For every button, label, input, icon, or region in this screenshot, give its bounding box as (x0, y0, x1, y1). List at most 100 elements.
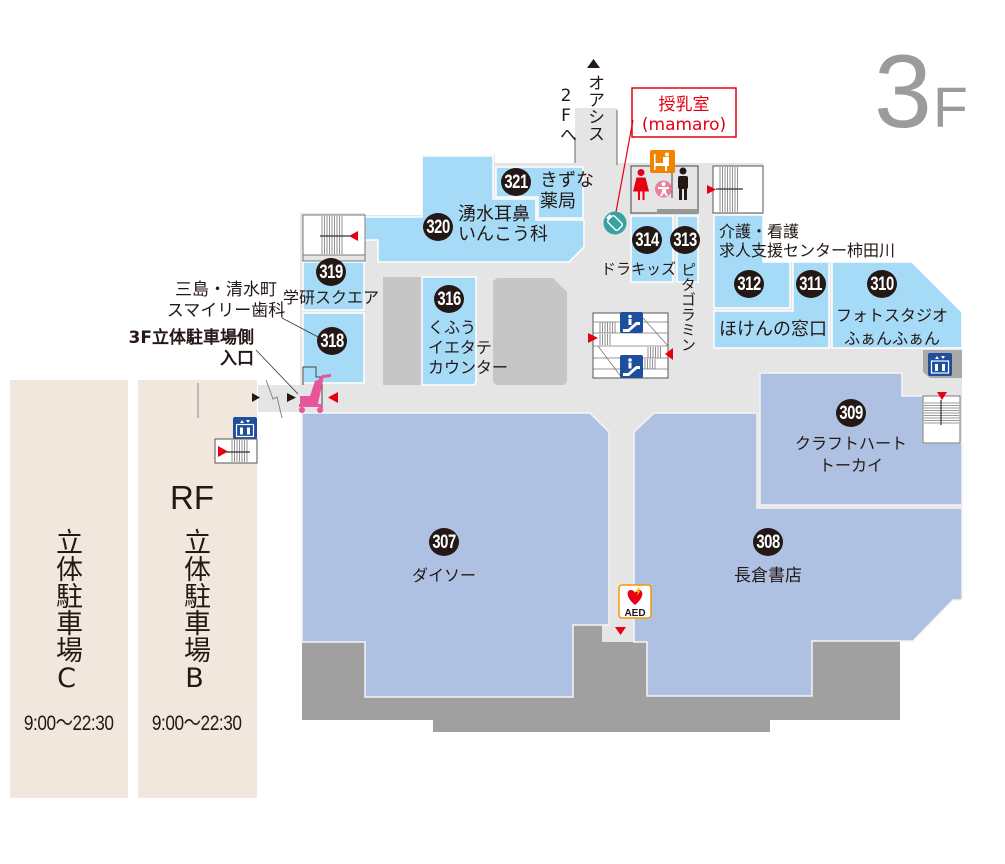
shop-name-320: 湧水耳鼻 いんこう科 (458, 205, 548, 245)
womens-restroom-icon (633, 169, 649, 200)
shop-name-line: スマイリー歯科 (166, 301, 286, 321)
triangle-arrow-icon (615, 627, 626, 635)
shop-area-308[interactable] (633, 412, 963, 697)
parking-c-hours: 9:00〜22:30 (10, 712, 128, 736)
shop-name-line: 三島・清水町 (175, 280, 277, 300)
shop-badge-313[interactable]: 313 (670, 226, 700, 254)
baby-restroom-icon (655, 180, 672, 198)
shop-badge-311[interactable]: 311 (796, 270, 826, 298)
shop-name-line: きずな (540, 170, 594, 191)
shop-badge-310[interactable]: 310 (867, 270, 897, 298)
shop-name-312: 介護・看護 求人支援センター柿田川 (719, 222, 895, 260)
oasis-link[interactable]: オアシス (584, 74, 604, 142)
shop-name-line: 介護・看護 (719, 222, 800, 241)
shop-badge-318[interactable]: 318 (317, 327, 347, 355)
shop-number: 312 (737, 273, 761, 295)
mamaro-icon[interactable] (603, 211, 627, 235)
shop-name-line: くふう (428, 318, 477, 337)
nursing-room-callout (631, 87, 737, 138)
entrance-label: 3F立体駐車場側 入口 (100, 328, 254, 370)
stairs-icon (922, 395, 961, 444)
shop-318-leader-line (281, 317, 321, 339)
shop-name-line: トーカイ (818, 456, 883, 475)
shop-name-line: 薬局 (540, 191, 576, 212)
shop-name-314: ドラキッズ (601, 260, 676, 279)
shop-badge-307[interactable]: 307 (429, 528, 459, 556)
shop-number: 318 (320, 330, 344, 352)
shop-name-line: 求人支援センター柿田川 (719, 241, 896, 260)
shop-name-line: ダイソー (411, 566, 476, 585)
shop-badge-321[interactable]: 321 (501, 168, 531, 196)
parking-b-hours: 9:00〜22:30 (138, 712, 256, 736)
shop-name-307: ダイソー (394, 566, 494, 586)
parking-b-name: 立体駐車場B (179, 528, 210, 694)
aed-icon[interactable]: AED (618, 584, 652, 619)
shop-badge-309[interactable]: 309 (836, 399, 866, 427)
shop-badge-316[interactable]: 316 (434, 285, 464, 313)
triangle-arrow-icon (349, 231, 358, 241)
shop-name-line: 学研スクエア (283, 288, 380, 307)
shop-number: 309 (839, 402, 863, 424)
parking-b-hours-text: 9:00〜22:30 (152, 712, 242, 735)
shop-name-313: ピタゴラミン (679, 262, 697, 352)
floor-number: 3 (874, 34, 932, 150)
shop-name-line: カウンター (428, 358, 509, 377)
shop-area-310[interactable] (831, 261, 963, 349)
entrance-line-1: 3F立体駐車場側 (128, 328, 254, 348)
escalator-icon (620, 355, 643, 378)
parking-c-hours-text: 9:00〜22:30 (24, 712, 114, 735)
shop-number: 307 (432, 531, 456, 553)
shop-number: 321 (504, 171, 528, 193)
shop-number: 314 (635, 229, 659, 251)
entrance-line-2: 入口 (220, 349, 254, 369)
shop-badge-312[interactable]: 312 (734, 270, 764, 298)
shop-number: 319 (319, 261, 343, 283)
shop-name-line: イエタテ (428, 338, 492, 357)
shop-badge-308[interactable]: 308 (753, 528, 783, 556)
nursing-room-leader-line (615, 119, 634, 213)
triangle-arrow-icon (252, 393, 260, 402)
parking-c-name: 立体駐車場C (51, 528, 82, 694)
shop-name-310: フォトスタジオ ふぁんふぁん (832, 304, 952, 350)
shop-badge-319[interactable]: 319 (316, 258, 346, 286)
shop-name-line: ふぁんふぁん (843, 329, 940, 348)
shop-name-line: いんこう科 (458, 224, 548, 245)
triangle-arrow-icon (707, 185, 716, 194)
escalator-icon (620, 312, 643, 333)
shop-name-line: フォトスタジオ (835, 306, 948, 325)
stairs-icon (712, 165, 764, 214)
shop-name-319: 学研スクエア (283, 288, 379, 308)
shop-area-312[interactable] (713, 214, 791, 309)
elevator-icon (233, 417, 257, 439)
shop-name-308: 長倉書店 (718, 566, 818, 586)
walkway-break-line (265, 379, 283, 419)
elevator-icon (928, 353, 952, 376)
floor-suffix: F (933, 76, 968, 140)
void-block-center (493, 278, 567, 385)
nursing-room-subtitle: (mamaro) (641, 115, 727, 135)
void-block-left (383, 277, 422, 385)
triangle-arrow-icon (287, 393, 296, 402)
shop-name-line: 湧水耳鼻 (458, 204, 530, 225)
mens-restroom-icon (678, 167, 688, 200)
stroller-icon (299, 374, 331, 413)
triangle-arrow-icon (937, 392, 947, 400)
shop-name-321: きずな 薬局 (540, 170, 594, 212)
parking-c-area (10, 380, 128, 798)
shop-badge-314[interactable]: 314 (632, 226, 662, 254)
shop-number: 320 (426, 216, 450, 238)
shop-name-line: ドラキッズ (601, 260, 677, 278)
shop-name-318: 三島・清水町 スマイリー歯科 (163, 280, 289, 322)
shop-number: 308 (756, 531, 780, 553)
shop-badge-320[interactable]: 320 (423, 213, 453, 241)
shop-area-320[interactable] (364, 155, 585, 263)
shop-area-307[interactable] (301, 412, 610, 698)
triangle-arrow-icon (218, 446, 228, 457)
shop-number: 311 (799, 273, 823, 295)
shop-number: 313 (673, 229, 697, 251)
shop-number: 316 (437, 288, 461, 310)
triangle-arrow-icon (665, 348, 673, 360)
corridor-exit-notch (602, 625, 634, 642)
to-2f-link[interactable]: 2Fへ (556, 86, 576, 143)
